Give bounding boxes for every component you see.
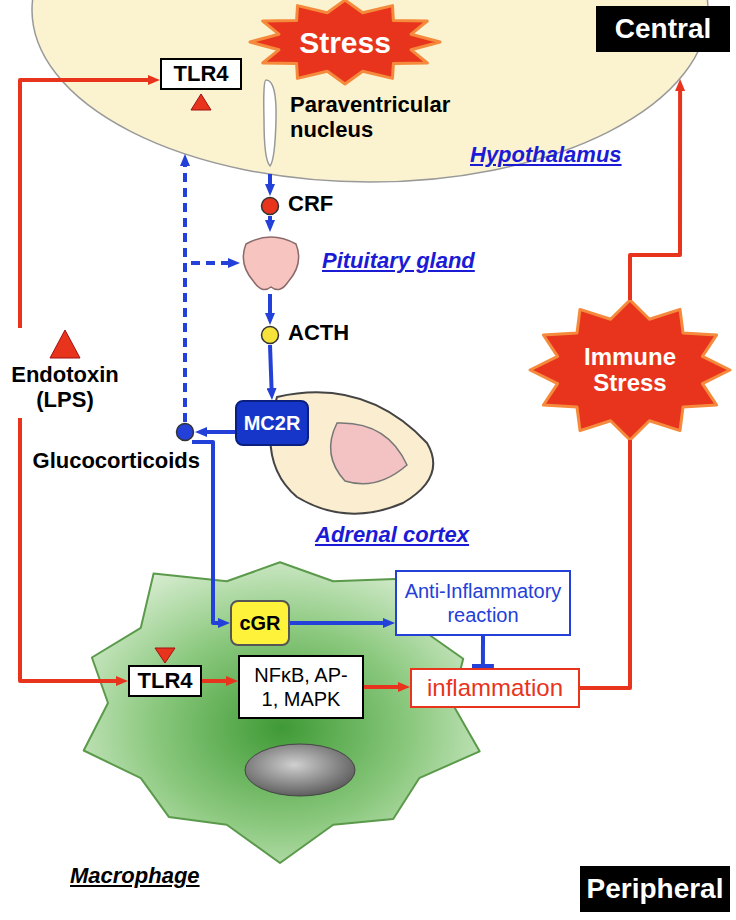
shape-label: Pituitary gland [322,248,475,274]
hormone-dot-outline [260,325,280,345]
hormone-dot-outline [175,422,195,442]
arrow-connector [580,440,630,688]
box-label: NFκB, AP-1, MAPK [246,663,356,711]
endotoxin-marker: Endotoxin (LPS) [5,328,125,418]
inhibition-connector [481,636,485,668]
text-anchor: Endotoxin (LPS) [5,362,125,413]
box-label: MC2R [243,412,301,435]
shape-label: Adrenal cortex [315,522,469,548]
box-label: Central [602,13,724,45]
process-box: NFκB, AP-1, MAPK [238,655,364,719]
box-label: TLR4 [168,61,234,87]
text-anchor: CRF [288,191,333,216]
hormone-dot: CRF [260,196,280,216]
box-label: Anti-Inflammatory reaction [403,579,563,627]
shape-label: Macrophage [70,863,200,889]
arrow-connector [185,263,232,422]
hormone-dot-outline [260,196,280,216]
arrow-connector [202,679,230,683]
text-anchor: Hypothalamus [470,142,622,168]
region-label: Hypothalamus [470,142,622,168]
region-tag: Peripheral [580,866,730,912]
region-tag: Central [596,6,730,52]
process-box: inflammation [410,668,580,708]
arrow-connector [268,174,272,188]
text-anchor: Macrophage [70,863,200,889]
stress-burst: Stress [250,0,440,84]
arrow-connector [20,80,152,328]
arrow-connector [203,430,235,434]
process-box: Anti-Inflammatory reaction [395,570,571,636]
box-label: Peripheral [586,873,724,905]
shape-label: Glucocorticoids [20,448,200,473]
text-anchor: Immune Stress [530,300,730,440]
arrow-connector [270,345,272,392]
shape-label: Paraventricular nucleus [290,92,465,143]
hormone-dot: Glucocorticoids [175,422,195,442]
stress-burst: Immune Stress [530,300,730,440]
shape-label: CRF [288,191,333,216]
pituitary-gland-outline [240,232,302,294]
arrow-connector [183,162,187,422]
shape-label: Endotoxin (LPS) [5,362,125,413]
arrow-connector [290,621,387,625]
receptor-box: TLR4 [160,58,242,90]
shape-label: ACTH [288,320,349,345]
pituitary-gland: Pituitary gland [240,232,302,294]
text-anchor: Glucocorticoids [20,448,200,473]
burst-label: Stress [299,26,391,59]
burst-label: Immune Stress [570,344,690,397]
text-anchor: Pituitary gland [322,248,475,274]
text-anchor: Adrenal cortex [315,522,469,548]
arrow-connector [364,685,402,689]
text-anchor: ACTH [288,320,349,345]
hormone-dot: ACTH [260,325,280,345]
box-label: TLR4 [136,668,194,694]
adrenal-gland: Adrenal cortexMC2R [255,385,445,520]
text-anchor: Paraventricular nucleus [290,92,465,143]
arrow-connector [268,294,272,317]
receptor-box: TLR4 [128,665,202,697]
arrow-connector [630,87,680,300]
box-label: cGR [238,612,282,635]
receptor-box: cGR [230,600,290,646]
receptor-box: MC2R [235,400,309,446]
box-label: inflammation [418,674,572,702]
arrow-connector [268,216,272,224]
text-anchor: Stress [250,0,440,84]
